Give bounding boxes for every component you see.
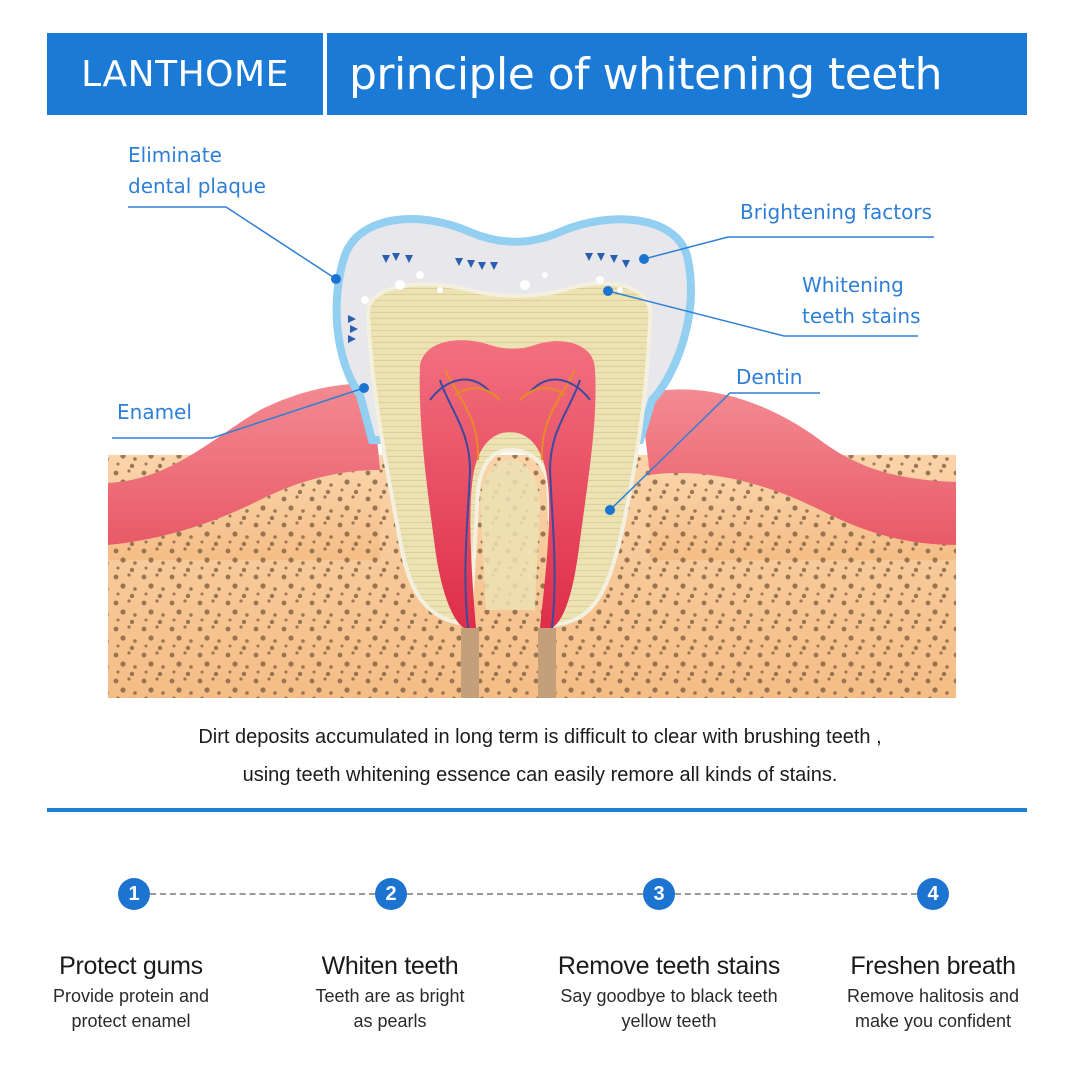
step-number-3-icon: 3 [643, 878, 675, 910]
dashed-connector [407, 893, 643, 895]
label-line: dental plaque [128, 174, 266, 198]
header-divider [323, 33, 327, 115]
feature-desc: yellow teeth [621, 1011, 717, 1031]
header-banner: LANTHOME principle of whitening teeth [47, 33, 1027, 115]
feature-title: Remove teeth stains [557, 952, 781, 980]
label-dentin: Dentin [736, 365, 803, 389]
feature-desc: protect enamel [71, 1011, 191, 1031]
label-enamel: Enamel [117, 400, 192, 424]
label-line: Eliminate [128, 143, 222, 167]
feature-desc: Teeth are as bright [315, 986, 465, 1006]
section-divider [47, 808, 1027, 812]
tooth-cross-section-illustration [108, 206, 956, 698]
feature-desc: Provide protein and [52, 986, 210, 1006]
feature-title: Whiten teeth [321, 952, 459, 980]
step-number-2-icon: 2 [375, 878, 407, 910]
step-number-1-icon: 1 [118, 878, 150, 910]
feature-remove-stains: Remove teeth stains Say goodbye to black… [534, 948, 804, 1034]
label-whitening-stains: Whitening teeth stains [802, 270, 921, 332]
feature-desc: Remove halitosis and [846, 986, 1020, 1006]
feature-desc: Say goodbye to black teeth [560, 986, 778, 1006]
label-line: teeth stains [802, 304, 921, 328]
label-eliminate-plaque: Eliminate dental plaque [128, 140, 266, 202]
feature-protect-gums: Protect gums Provide protein and protect… [0, 948, 266, 1034]
brand-name: LANTHOME [81, 53, 289, 95]
dashed-connector [150, 893, 375, 895]
feature-desc: make you confident [854, 1011, 1012, 1031]
caption-line-2: using teeth whitening essence can easily… [242, 764, 838, 786]
feature-title: Freshen breath [850, 952, 1016, 980]
diagram-caption: Dirt deposits accumulated in long term i… [0, 718, 1080, 794]
tooth-diagram: Eliminate dental plaque Brightening fact… [0, 120, 1080, 710]
caption-line-1: Dirt deposits accumulated in long term i… [198, 726, 882, 748]
feature-freshen-breath: Freshen breath Remove halitosis and make… [798, 948, 1068, 1034]
page-title: principle of whitening teeth [349, 48, 943, 100]
feature-desc: as pearls [353, 1011, 427, 1031]
feature-title: Protect gums [59, 952, 203, 980]
dashed-connector [675, 893, 917, 895]
feature-whiten-teeth: Whiten teeth Teeth are as bright as pear… [255, 948, 525, 1034]
step-number-4-icon: 4 [917, 878, 949, 910]
label-line: Whitening [802, 273, 904, 297]
steps-timeline: 1 2 3 4 [0, 875, 1080, 915]
label-brightening-factors: Brightening factors [740, 200, 932, 224]
